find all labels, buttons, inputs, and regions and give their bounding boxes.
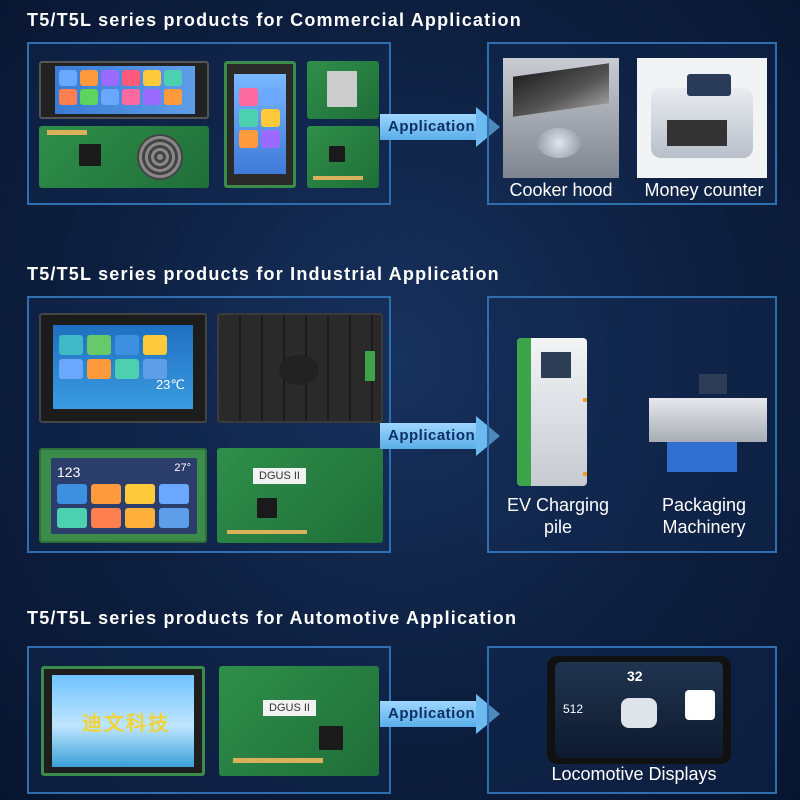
section-title-industrial: T5/T5L series products for Industrial Ap… bbox=[27, 264, 500, 284]
product-pcb-speaker bbox=[39, 126, 209, 188]
product-pcb-small-1 bbox=[307, 61, 379, 119]
section-title-automotive: T5/T5L series products for Automotive Ap… bbox=[27, 608, 518, 628]
product-automotive-pcb: DGUS II bbox=[219, 666, 379, 776]
products-panel-automotive: 迪文科技 DGUS II bbox=[27, 646, 391, 794]
screen-number: 123 bbox=[57, 464, 81, 480]
money-counter-image bbox=[637, 58, 767, 178]
section-title-commercial: T5/T5L series products for Commercial Ap… bbox=[27, 10, 522, 30]
applications-panel-commercial: Cooker hood Money counter bbox=[487, 42, 777, 205]
product-industrial-display-2: 123 27° bbox=[39, 448, 207, 543]
ev-charging-pile-image bbox=[517, 338, 587, 486]
screen-chinese-title: 迪文科技 bbox=[82, 713, 170, 735]
application-label-cooker-hood: Cooker hood bbox=[509, 180, 613, 200]
screen-temperature: 23℃ bbox=[155, 377, 185, 392]
board-label: DGUS II bbox=[253, 468, 306, 484]
product-industrial-back bbox=[217, 313, 383, 423]
application-label-locomotive-displays: Locomotive Displays bbox=[551, 764, 717, 784]
locomotive-display-image: 32 512 bbox=[547, 656, 731, 764]
cooker-hood-image bbox=[503, 58, 619, 178]
car-speed: 32 bbox=[627, 668, 643, 684]
applications-panel-automotive: 32 512 Locomotive Displays bbox=[487, 646, 777, 794]
product-pcb-small-2 bbox=[307, 126, 379, 188]
car-range: 512 bbox=[563, 702, 584, 716]
application-arrow-commercial: Application bbox=[380, 107, 500, 147]
product-wide-display bbox=[39, 61, 209, 119]
product-industrial-pcb: DGUS II bbox=[217, 448, 383, 543]
product-automotive-display: 迪文科技 bbox=[41, 666, 205, 776]
application-label-ev-charging-pile: EV Charging pile bbox=[506, 495, 610, 537]
application-arrow-automotive: Application bbox=[380, 694, 500, 734]
product-vertical-display bbox=[224, 61, 296, 188]
screen-temperature-3: 27° bbox=[174, 462, 191, 474]
application-label-packaging-machinery: Packaging Machinery bbox=[661, 495, 747, 537]
product-industrial-display: 23℃ bbox=[39, 313, 207, 423]
products-panel-commercial bbox=[27, 42, 391, 205]
applications-panel-industrial: EV Charging pile Packaging Machinery bbox=[487, 296, 777, 553]
products-panel-industrial: 23℃ 123 27° DGUS II bbox=[27, 296, 391, 553]
application-arrow-industrial: Application bbox=[380, 416, 500, 456]
board-label-2: DGUS II bbox=[263, 700, 316, 716]
application-label-money-counter: Money counter bbox=[644, 180, 764, 200]
packaging-machinery-image bbox=[639, 368, 777, 478]
